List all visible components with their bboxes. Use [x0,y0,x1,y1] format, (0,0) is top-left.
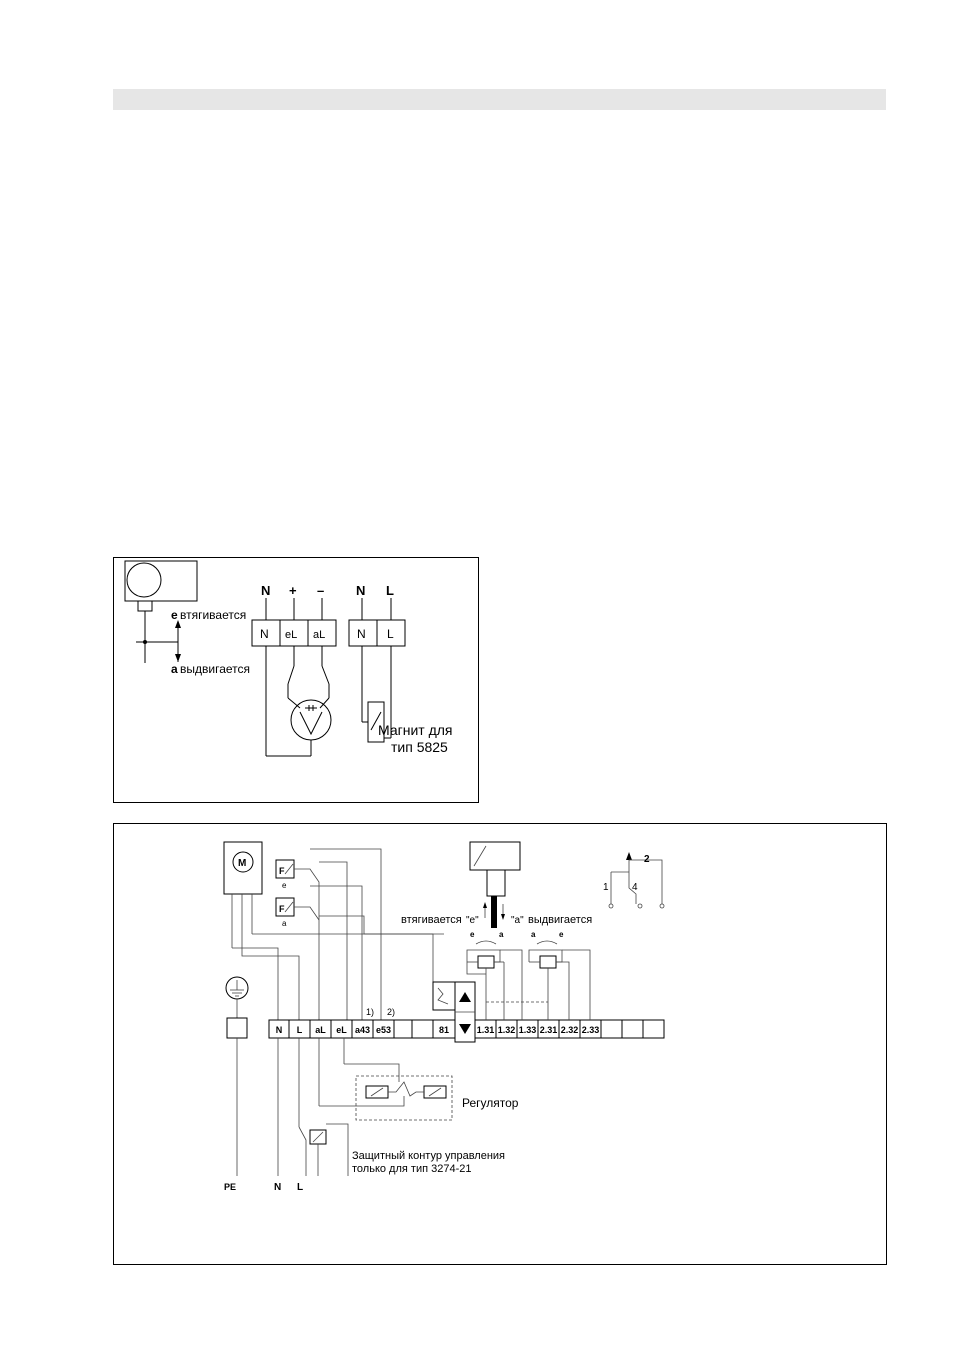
header-bar [113,89,886,110]
protective-label-2: только для тип 3274-21 [352,1163,471,1175]
terminal-label: 1.33 [519,1025,537,1035]
switch-number-2: 2 [644,854,650,865]
terminal-cell [412,1020,433,1038]
terminal-label: e53 [376,1025,391,1035]
terminal-label: aL [315,1025,326,1035]
wiring-diagram-solenoid: e втягивается a выдвигается N + – N L N … [113,557,479,803]
top-terminal-label: – [317,583,324,598]
magnet-label: Магнит для [378,722,452,738]
note-1: 1) [366,1007,374,1017]
potentiometer-1 [478,956,494,968]
actuator-stem [491,896,497,928]
stem-junction [143,640,147,644]
contact-2 [660,904,664,908]
l-label: L [297,1182,303,1193]
motor-winding [300,712,322,734]
magnet-type-label: тип 5825 [391,739,448,755]
actuator-neck [487,870,505,896]
push-out-label: выдвигается [180,662,250,676]
terminal-cell: N [260,627,269,641]
terminal-label: L [297,1025,303,1035]
pull-in-label: втягивается [401,914,462,926]
switch-number-4: 4 [632,882,638,893]
terminal-cell: N [357,627,366,641]
limit-switch-a [322,666,329,684]
protective-label-1: Защитный контур управления [352,1150,505,1162]
terminal-cell: eL [285,629,297,641]
actuator-motor-circle [127,563,161,597]
switch-arrow-icon [626,852,632,860]
diagram1-svg: e втягивается a выдвигается N + – N L N … [114,558,480,804]
pe-terminal [227,1018,247,1038]
top-terminal-label: N [261,583,270,598]
terminal-label: 1.32 [498,1025,516,1035]
terminal-cell [601,1020,622,1038]
pot2-a-label: a [531,930,536,939]
top-terminal-label: L [386,583,394,598]
terminal-cell: L [387,627,394,641]
e-quote-label: "e" [466,915,479,926]
terminal-label: eL [336,1025,347,1035]
terminal-label: N [276,1025,283,1035]
pot1-a-label: a [499,930,504,939]
pot2-e-label: e [559,930,564,939]
arrow-up-icon [459,992,471,1002]
a-letter: a [171,662,178,676]
terminal-cell [394,1020,412,1038]
switch-number-1: 1 [603,882,609,893]
terminal-label: 2.32 [561,1025,579,1035]
actuator-coupling [138,601,152,611]
top-terminal-label: N [356,583,365,598]
pull-in-label: втягивается [180,608,246,622]
arrow-down-icon [175,654,181,662]
a-quote-label: "a" [511,915,524,926]
terminal-label: 81 [439,1025,449,1035]
e-letter: e [171,608,178,622]
note-2: 2) [387,1007,395,1017]
switch-f-label: F [279,904,285,914]
terminal-cell [643,1020,664,1038]
switch-e-label: e [282,881,287,890]
potentiometer-2 [540,956,556,968]
terminal-cell [622,1020,643,1038]
terminal-label: a43 [355,1025,370,1035]
pot1-e-label: e [470,930,475,939]
terminal-cell: aL [313,629,325,641]
contact-4 [638,904,642,908]
regulator-label: Регулятор [462,1096,519,1110]
motor-label: M [238,858,246,869]
limit-switch-e [288,666,294,684]
actuator-body [470,842,520,870]
arrow-down-icon [459,1024,471,1034]
top-terminal-label: + [289,583,297,598]
terminal-label: 2.33 [582,1025,600,1035]
pe-label: PE [224,1182,236,1192]
terminal-label: 1.31 [477,1025,495,1035]
push-out-label: выдвигается [528,914,592,926]
contact-1 [609,904,613,908]
control-relay-box [433,982,455,1010]
switch-f-label: F [279,866,285,876]
switch-a-label: a [282,919,287,928]
terminal-label: 2.31 [540,1025,558,1035]
n-label: N [274,1182,281,1193]
